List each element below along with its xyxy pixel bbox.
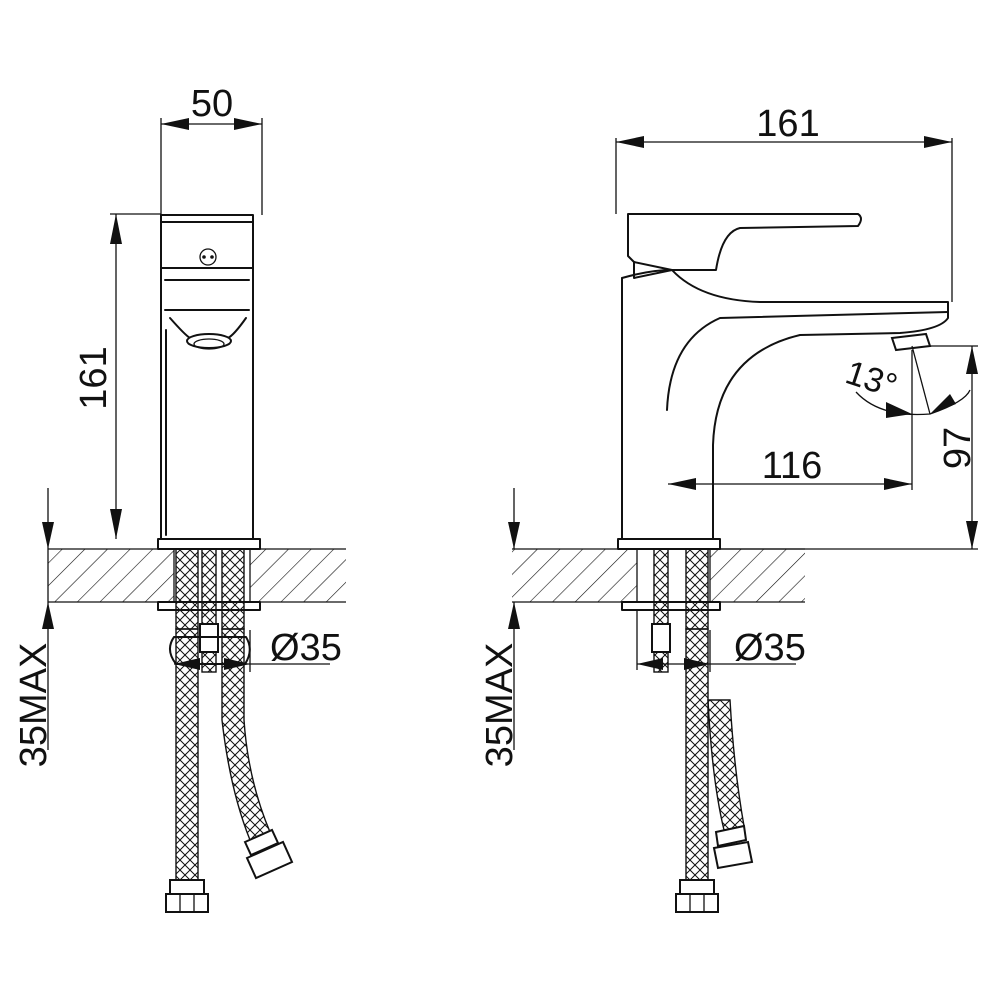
front-deck-label: 35MAX [479,643,521,768]
side-hole-label: Ø35 [270,627,342,669]
dimension-spout-height-front: 97 [710,345,979,550]
dimension-hole-front: Ø35 [636,610,806,672]
front-length-label: 161 [756,103,819,145]
front-spout-height-label: 97 [937,427,979,469]
front-reach-label: 116 [762,445,823,487]
dimension-height-side: 161 [73,213,161,539]
dimension-deck-side: 35MAX [13,488,55,767]
supply-hoses-side [165,628,294,913]
dimension-angle-front: 13° [841,345,971,418]
side-width-label: 50 [191,83,233,125]
dimension-deck-front: 35MAX [479,488,521,767]
side-deck-label: 35MAX [13,643,55,768]
side-view: 50 161 Ø35 35MAX [13,83,346,913]
side-height-label: 161 [73,346,115,409]
front-angle-label: 13° [841,354,902,406]
dimension-hole-side: Ø35 [174,627,342,672]
dimension-length-front: 161 [615,103,953,302]
front-hole-label: Ø35 [734,627,806,669]
supply-hoses-front [675,628,754,913]
mounting-hardware-front [651,548,709,673]
dimension-width-side: 50 [160,83,263,215]
front-view: 161 116 97 13° [479,103,979,913]
faucet-body-front [617,213,949,611]
dimension-reach-front: 116 [668,350,913,490]
